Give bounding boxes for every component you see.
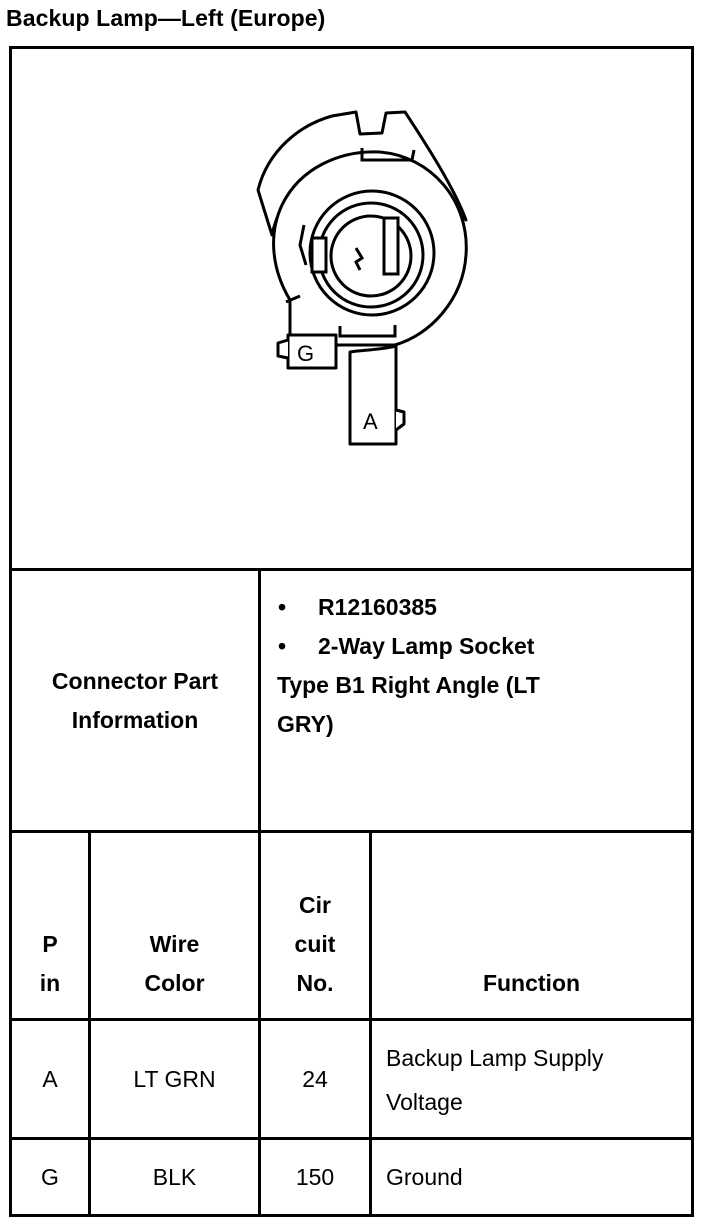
cell-function-line: Voltage (386, 1089, 463, 1115)
part-description-continued: GRY) (277, 711, 334, 737)
part-description-continued: Type B1 Right Angle (LT (277, 672, 540, 698)
grid-line (369, 830, 372, 1217)
part-number: R12160385 (318, 594, 437, 620)
header-wire-color: Wire Color (91, 925, 258, 1003)
header-function-line: Function (482, 970, 581, 996)
header-pin: P in (12, 925, 88, 1003)
connector-info-label-line: Information (71, 706, 199, 733)
header-function: Function (372, 964, 691, 1003)
header-pin-line: P (42, 931, 58, 957)
cell-pin: A (42, 1066, 58, 1092)
connector-diagram: G A (256, 110, 468, 446)
header-circuit-line: Cir (299, 892, 331, 918)
grid-line (9, 830, 694, 833)
grid-line (9, 46, 694, 49)
header-wire-color-line: Color (144, 970, 205, 996)
grid-line (9, 1018, 694, 1021)
cell-wire-color: LT GRN (133, 1066, 216, 1092)
list-item: • 2-Way Lamp Socket (277, 627, 687, 666)
grid-line (691, 46, 694, 1217)
terminal-g-tab (286, 333, 338, 370)
connector-info-label: Connector Part Information (12, 571, 258, 830)
header-pin-line: in (39, 970, 61, 996)
header-wire-color-line: Wire (149, 931, 200, 957)
header-circuit-line: No. (296, 970, 334, 996)
connector-info-label-line: Connector Part (51, 667, 219, 694)
cell-function-line: Backup Lamp Supply (386, 1045, 604, 1071)
part-description: 2-Way Lamp Socket (318, 633, 535, 659)
bullet-icon: • (278, 633, 287, 659)
header-circuit-no: Cir cuit No. (261, 886, 369, 1003)
grid-line (258, 568, 261, 1217)
bullet-icon: • (278, 594, 287, 620)
cell-function: Backup Lamp Supply Voltage (386, 1036, 686, 1124)
cell-circuit: 150 (295, 1164, 335, 1190)
pin-label-g: G (297, 341, 314, 366)
grid-line (9, 1137, 694, 1140)
page-title: Backup Lamp—Left (Europe) (6, 5, 326, 31)
cell-function-line: Ground (386, 1164, 463, 1190)
bulb-ring-inner (329, 214, 413, 298)
grid-line (9, 1214, 694, 1217)
connector-info-details: • R12160385 • 2-Way Lamp Socket Type B1 … (277, 588, 687, 744)
list-item: • R12160385 (277, 588, 687, 627)
cell-pin: G (41, 1164, 59, 1190)
grid-line (9, 46, 12, 1217)
pin-label-a: A (363, 409, 378, 434)
grid-line (88, 830, 91, 1217)
grid-line (9, 568, 694, 571)
cell-function: Ground (386, 1155, 686, 1199)
bulb-ring-outer (308, 189, 436, 317)
cell-wire-color: BLK (152, 1164, 197, 1190)
header-circuit-line: cuit (294, 931, 336, 957)
cell-circuit: 24 (302, 1066, 328, 1092)
